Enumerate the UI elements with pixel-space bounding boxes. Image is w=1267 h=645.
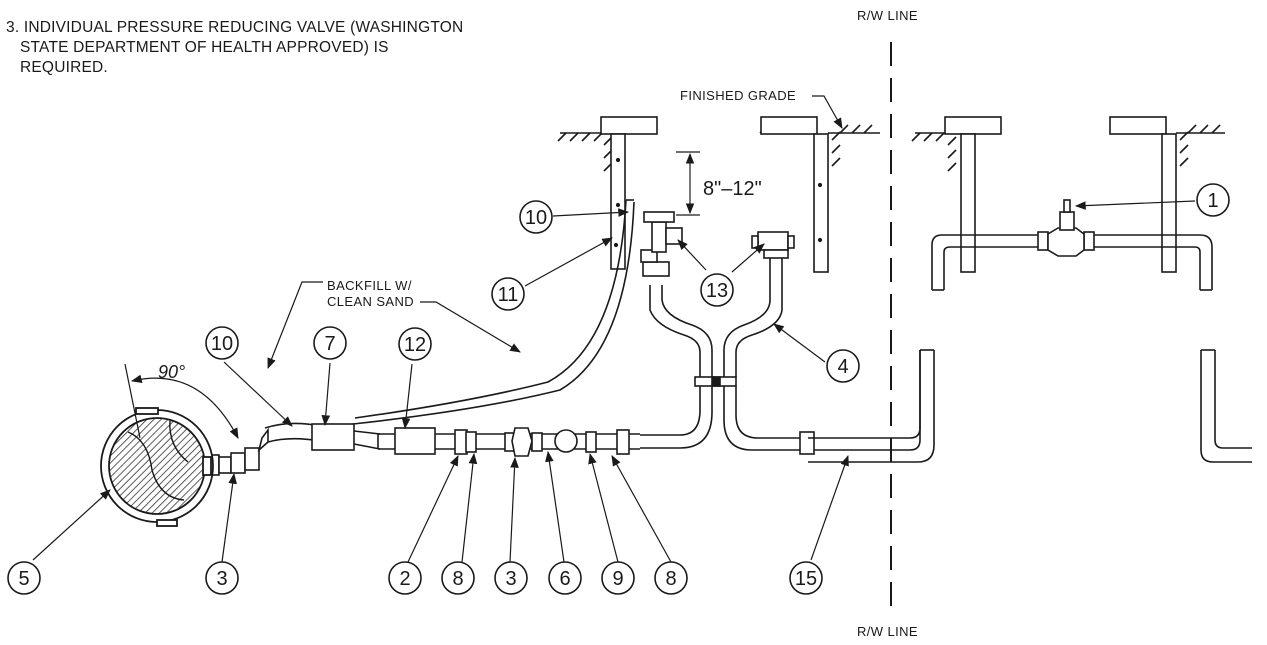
- callout-bubbles: 1 10 11 13 4 10 7 12 5 3 2 8 3 6 9 8 15: [7, 183, 1230, 595]
- svg-text:4: 4: [837, 356, 848, 378]
- depth-dimension: 8"–12": [676, 151, 762, 216]
- horizontal-service-pipe: [377, 427, 640, 457]
- callout-leaders: [32, 200, 1196, 563]
- angle-dimension: 90°: [124, 362, 239, 439]
- callout-8-left: 8: [441, 561, 475, 595]
- callout-15: 15: [789, 561, 823, 595]
- backfill-annotation: BACKFILL W/ CLEAN SAND: [267, 278, 521, 370]
- note-line-2: STATE DEPARTMENT OF HEALTH APPROVED) IS: [20, 39, 389, 56]
- callout-2: 2: [388, 561, 422, 595]
- callout-7: 7: [313, 326, 347, 360]
- callout-13: 13: [700, 273, 734, 307]
- svg-text:6: 6: [559, 568, 570, 590]
- flexible-tubing: [264, 199, 635, 451]
- callout-11: 11: [491, 277, 525, 311]
- svg-text:2: 2: [399, 568, 410, 590]
- general-note-3: 3. INDIVIDUAL PRESSURE REDUCING VALVE (W…: [6, 18, 463, 78]
- callout-8-right: 8: [654, 561, 688, 595]
- service-line: [640, 258, 921, 455]
- lower-right-stubs: [808, 349, 1252, 463]
- backfill-label-line1: BACKFILL W/: [327, 278, 412, 293]
- callout-6: 6: [548, 561, 582, 595]
- svg-text:3: 3: [505, 568, 516, 590]
- rw-line: R/W LINE R/W LINE: [857, 8, 918, 639]
- finished-grade-annotation: FINISHED GRADE: [680, 88, 843, 129]
- meter-box-right: [911, 116, 1225, 291]
- rw-line-label-top: R/W LINE: [857, 8, 918, 23]
- svg-text:7: 7: [324, 333, 335, 355]
- callout-10-top: 10: [519, 200, 553, 234]
- svg-text:1: 1: [1207, 190, 1218, 212]
- water-main-section: [100, 407, 214, 527]
- svg-text:15: 15: [795, 568, 817, 590]
- rw-line-label-bottom: R/W LINE: [857, 624, 918, 639]
- svg-text:11: 11: [498, 284, 519, 306]
- svg-text:10: 10: [525, 207, 547, 229]
- callout-3-right: 3: [494, 561, 528, 595]
- callout-5: 5: [7, 561, 41, 595]
- note-line-3: REQUIRED.: [20, 59, 108, 76]
- svg-text:12: 12: [404, 334, 426, 356]
- svg-text:3: 3: [216, 568, 227, 590]
- callout-12: 12: [398, 327, 432, 361]
- depth-label: 8"–12": [703, 178, 762, 200]
- meter-box-left: [557, 116, 880, 273]
- svg-text:9: 9: [612, 568, 623, 590]
- backfill-label-line2: CLEAN SAND: [327, 294, 414, 309]
- callout-10-left: 10: [205, 326, 239, 360]
- callout-3-left: 3: [205, 561, 239, 595]
- callout-9: 9: [601, 561, 635, 595]
- svg-text:8: 8: [452, 568, 463, 590]
- corporation-stop: [204, 427, 269, 476]
- finished-grade-label: FINISHED GRADE: [680, 88, 796, 103]
- svg-text:8: 8: [665, 568, 676, 590]
- svg-text:10: 10: [211, 333, 233, 355]
- callout-4: 4: [826, 349, 860, 383]
- callout-1: 1: [1196, 183, 1230, 217]
- svg-text:13: 13: [706, 280, 728, 302]
- note-line-1: 3. INDIVIDUAL PRESSURE REDUCING VALVE (W…: [6, 19, 464, 36]
- meter-setters: [640, 211, 795, 277]
- angle-label: 90°: [158, 362, 185, 382]
- svg-text:5: 5: [18, 568, 29, 590]
